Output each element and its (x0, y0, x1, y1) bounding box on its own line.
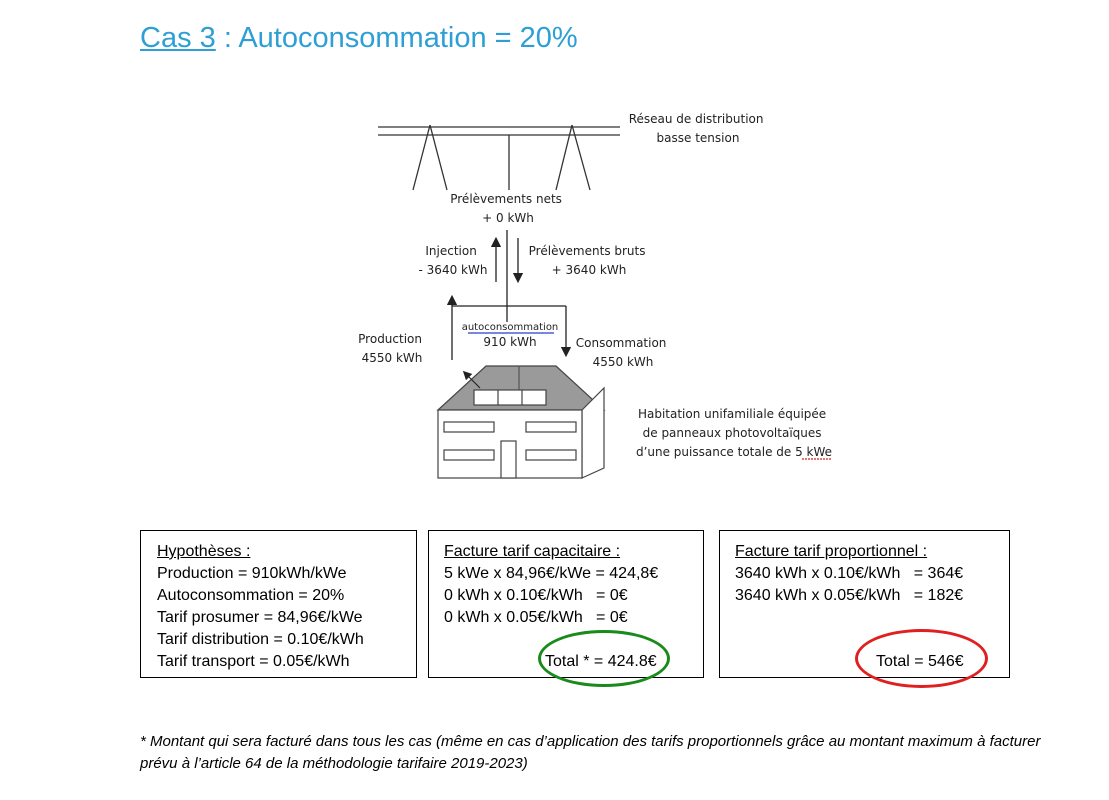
proportionnel-line: 3640 kWh x 0.10€/kWh = 364€ (735, 565, 964, 582)
page-title: Cas 3 : Autoconsommation = 20% (140, 22, 578, 55)
prelevements-bruts-line-2: + 3640 kWh (552, 263, 627, 277)
page-title-case: Cas 3 (140, 22, 216, 54)
solar-emission-arrow (462, 370, 481, 389)
page-title-text: : Autoconsommation = 20% (215, 22, 578, 54)
prelevements-bruts-label: Prélèvements bruts + 3640 kWh (529, 244, 650, 277)
consommation-line-1: Consommation (576, 336, 667, 350)
production-line-2: 4550 kWh (362, 351, 423, 365)
energy-flow-diagram: Réseau de distribution basse tension Pré… (358, 112, 832, 479)
house-icon (436, 365, 606, 479)
habitation-line-3: d’une puissance totale de 5 kWe (636, 445, 832, 459)
prelevements-nets-line-1: Prélèvements nets (450, 192, 562, 206)
autoconsommation-value: 910 kWh (483, 335, 536, 349)
injection-line-2: - 3640 kWh (419, 263, 488, 277)
hypotheses-line: Tarif distribution = 0.10€/kWh (157, 631, 364, 648)
hypotheses-box: Hypothèses : Production = 910kWh/kWe Aut… (140, 530, 417, 678)
solar-panels (473, 389, 547, 406)
power-line-icon (378, 124, 620, 191)
grid-arrows (490, 230, 524, 322)
footnote: * Montant qui sera facturé dans tous les… (140, 733, 1041, 772)
hypotheses-line: Tarif prosumer = 84,96€/kWe (157, 609, 363, 626)
reseau-label: Réseau de distribution basse tension (629, 112, 768, 145)
habitation-line-1: Habitation unifamiliale équipée (638, 407, 826, 421)
capacitaire-line: 0 kWh x 0.10€/kWh = 0€ (444, 587, 628, 604)
injection-line-1: Injection (425, 244, 476, 258)
hypotheses-heading: Hypothèses : (157, 543, 251, 560)
reseau-line-1: Réseau de distribution (629, 112, 764, 126)
capacitaire-heading: Facture tarif capacitaire : (444, 543, 621, 560)
reseau-line-2: basse tension (657, 131, 740, 145)
prelevements-bruts-line-1: Prélèvements bruts (529, 244, 646, 258)
hypotheses-line: Tarif transport = 0.05€/kWh (157, 653, 350, 670)
proportionnel-total-highlight (855, 629, 988, 688)
consommation-line-2: 4550 kWh (593, 355, 654, 369)
hypotheses-line: Production = 910kWh/kWe (157, 565, 347, 582)
proportionnel-line: 3640 kWh x 0.05€/kWh = 182€ (735, 587, 964, 604)
habitation-line-2: de panneaux photovoltaïques (643, 426, 822, 440)
autoconsommation-line-2: 910 kWh (483, 335, 536, 349)
injection-label: Injection - 3640 kWh (419, 244, 488, 277)
capacitaire-line: 0 kWh x 0.05€/kWh = 0€ (444, 609, 628, 626)
prelevements-nets-label: Prélèvements nets + 0 kWh (450, 192, 566, 225)
habitation-label: Habitation unifamiliale équipée de panne… (636, 407, 832, 459)
capacitaire-line: 5 kWe x 84,96€/kWe = 424,8€ (444, 565, 659, 582)
capacitaire-total-highlight (538, 630, 670, 687)
production-line-1: Production (358, 332, 422, 346)
loop-lines (446, 294, 572, 360)
consommation-label: Consommation 4550 kWh (576, 336, 670, 369)
autoconsommation-line-1: autoconsommation (462, 322, 559, 333)
hypotheses-line: Autoconsommation = 20% (157, 587, 345, 604)
autoconsommation-label: autoconsommation (462, 322, 559, 333)
proportionnel-heading: Facture tarif proportionnel : (735, 543, 928, 560)
production-label: Production 4550 kWh (358, 332, 426, 365)
prelevements-nets-line-2: + 0 kWh (482, 211, 534, 225)
